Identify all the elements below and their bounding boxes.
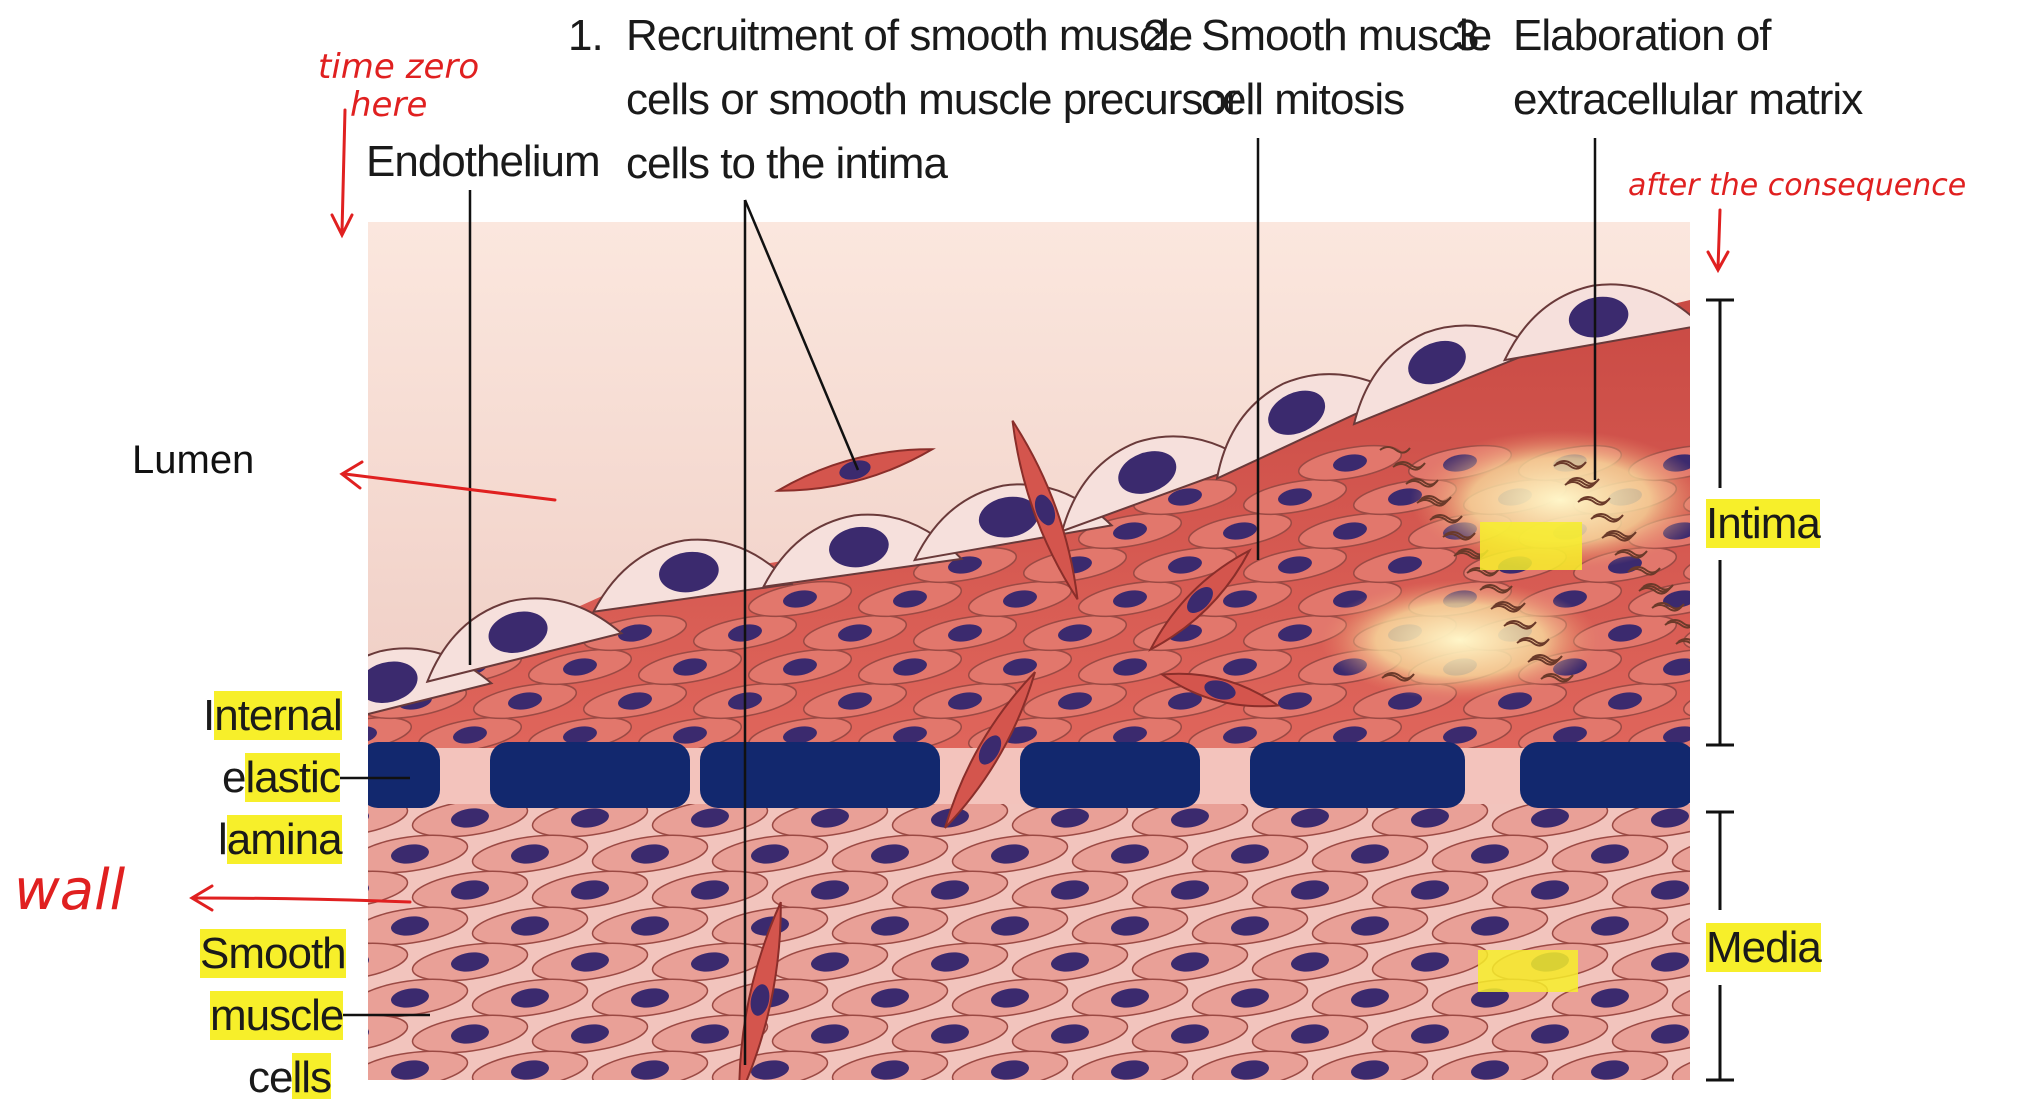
step-1-label: 1. Recruitment of smooth muscle cells or… (568, 4, 1240, 196)
extracellular-matrix-lower (1320, 580, 1600, 700)
smooth-muscle-cells-line-2: muscle (210, 984, 343, 1048)
after-arrow (1718, 210, 1720, 268)
smooth-muscle-cells-line-1: Smooth (200, 922, 346, 986)
step-3-line-2: extracellular matrix (1513, 68, 1862, 132)
after-consequence-annotation: after the consequence (1628, 168, 1966, 203)
internal-elastic-lamina-line-2: elastic (222, 746, 340, 810)
step-2-label: 2. Smooth muscle cell mitosis (1143, 4, 1491, 132)
wall-annotation: wall (14, 858, 125, 923)
intima-label: Intima (1706, 492, 1820, 556)
smooth-muscle-cells-line-3: cells (248, 1046, 331, 1099)
time-zero-arrow (342, 110, 345, 232)
intima-cell (1681, 609, 1789, 657)
step-3-number: 3. (1455, 4, 1513, 132)
step-2-line-2: cell mitosis (1201, 68, 1491, 132)
endothelium-label: Endothelium (366, 130, 600, 194)
highlight-box-intima (1480, 522, 1582, 570)
step-3-label: 3. Elaboration of extracellular matrix (1455, 4, 1862, 132)
time-zero-annotation: time zero here (318, 48, 479, 124)
intima-cell (1681, 677, 1789, 725)
step-2-line-1: Smooth muscle (1201, 4, 1491, 68)
internal-elastic-lamina-line-3: lamina (218, 808, 342, 872)
internal-elastic-lamina-band (360, 742, 1695, 808)
media-label: Media (1706, 916, 1821, 980)
step-3-line-1: Elaboration of (1513, 4, 1862, 68)
step-2-number: 2. (1143, 4, 1201, 132)
lumen-label: Lumen (132, 438, 254, 483)
internal-elastic-lamina-line-1: Internal (203, 684, 342, 748)
step-1-line-3: cells to the intima (626, 132, 1240, 196)
highlight-box-media (1478, 950, 1578, 992)
